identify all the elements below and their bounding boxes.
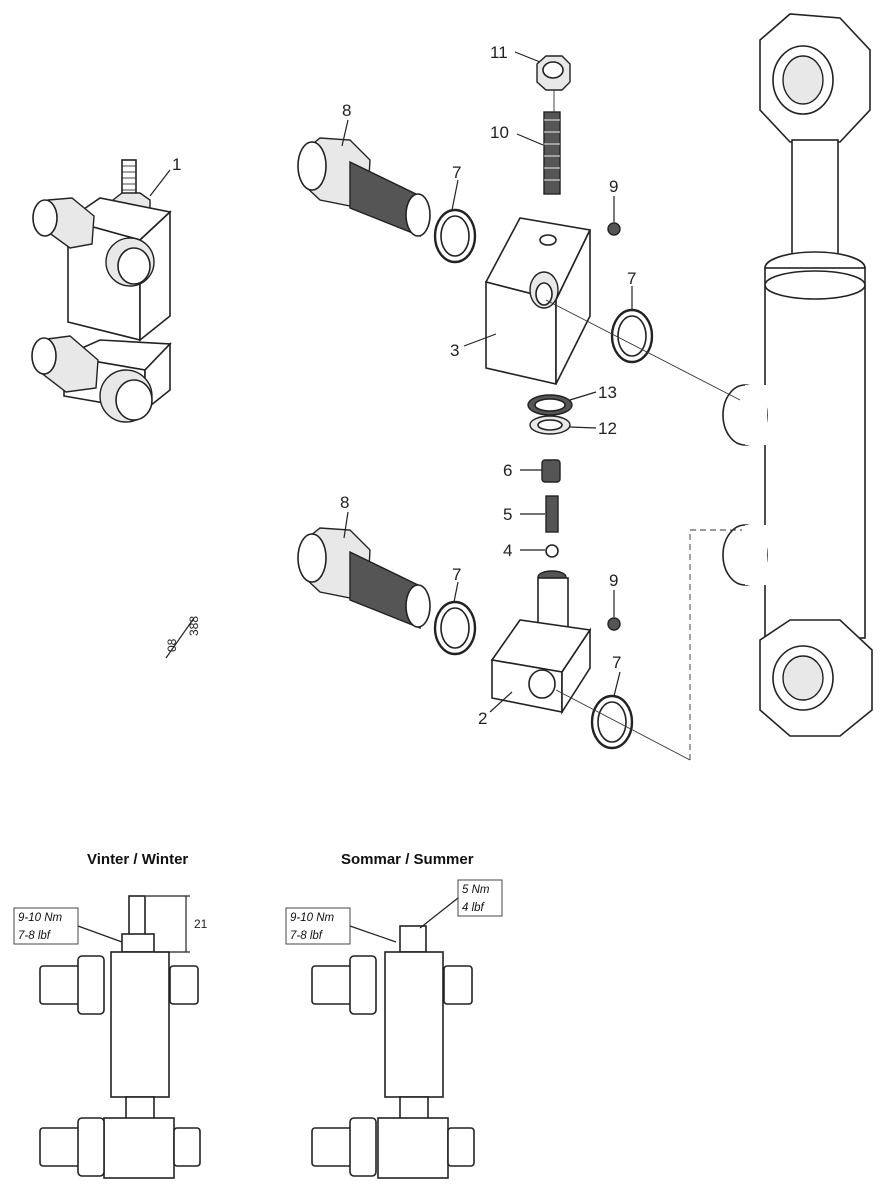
summer-title: Sommar / Summer [341,851,474,868]
callout-8-a: 8 [342,101,351,120]
summer-configuration: Sommar / Summer 9-10 Nm 7-8 lbf 5 Nm 4 l… [285,851,503,1179]
part-ring-12 [529,415,571,435]
callout-11: 11 [490,43,508,62]
part-spring-5 [545,495,559,533]
winter-title: Vinter / Winter [87,851,188,868]
callout-7-a: 7 [452,163,461,182]
summer-torque2-nm: 5 Nm [462,884,490,896]
callout-7-b: 7 [627,269,636,288]
part-washer-7-c [433,600,477,656]
part-washer-7-d [590,694,634,750]
part-fitting-8-lower [297,527,431,630]
part-washer-7-a [433,208,477,264]
part-screw-9-upper [607,222,621,236]
winter-torque-lbf: 7-8 lbf [18,930,52,942]
summer-torque2-lbf: 4 lbf [462,902,486,914]
callout-1: 1 [172,155,181,174]
part-block-3 [484,217,592,386]
callout-4: 4 [503,541,512,560]
assembly-lines [545,90,742,761]
winter-dimension: 21 [194,917,208,931]
assembled-valve-illustration [31,159,172,423]
summer-torque-nm: 9-10 Nm [290,912,335,924]
reference-number-bottom: 388 [187,616,201,636]
callout-3: 3 [450,341,459,360]
callout-8-b: 8 [340,493,349,512]
part-ball-4 [545,544,559,558]
callout-5: 5 [503,505,512,524]
callout-6: 6 [503,461,512,480]
callout-10: 10 [490,123,509,142]
part-nut-11 [536,55,571,91]
reference-number-top: 08 [165,638,179,652]
part-screw-6 [541,459,561,483]
part-stud-10 [543,111,561,195]
part-fitting-8-upper [297,137,431,238]
callout-12: 12 [598,419,617,438]
callout-7-d: 7 [612,653,621,672]
winter-torque-nm: 9-10 Nm [18,912,63,924]
callout-leaders [341,51,633,713]
callout-9-b: 9 [609,571,618,590]
callout-13: 13 [598,383,617,402]
callout-7-c: 7 [452,565,461,584]
reference-number: 08 388 [165,616,201,659]
part-block-2 [490,570,592,715]
part-screw-9-lower [607,617,621,631]
callout-9-a: 9 [609,177,618,196]
winter-configuration: Vinter / Winter 21 9-10 Nm 7-8 lbf [13,851,208,1179]
summer-torque-lbf: 7-8 lbf [290,930,324,942]
hydraulic-cylinder-illustration [722,13,873,737]
part-washer-7-b [610,308,654,364]
callout-2: 2 [478,709,487,728]
part-seal-13 [527,394,573,416]
